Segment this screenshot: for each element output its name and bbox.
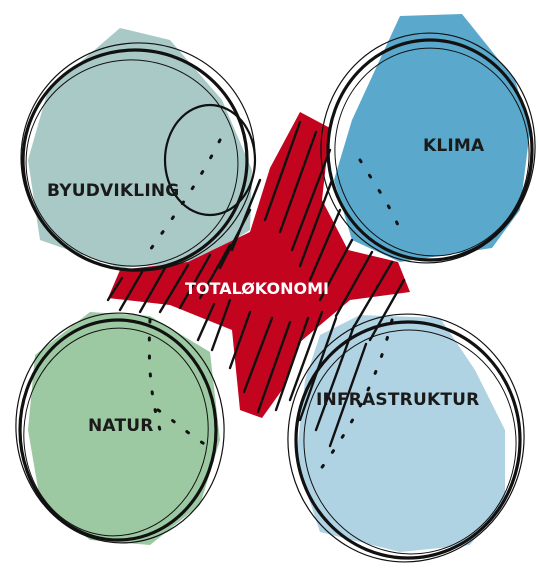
natur-outline xyxy=(15,312,225,544)
klima-fill xyxy=(334,14,530,262)
topic-label-natur: NATUR xyxy=(88,416,154,436)
topic-label-byudvikling: BYUDVIKLING xyxy=(47,181,180,201)
dashed-trails xyxy=(147,138,402,472)
byudvikling-outline xyxy=(20,42,257,272)
natur-fill xyxy=(28,312,220,545)
center-label-totaløkonomi: TOTALØKONOMI xyxy=(185,279,329,298)
center-hatching xyxy=(106,120,406,448)
topic-label-klima: KLIMA xyxy=(423,136,485,156)
byudvikling-fill xyxy=(28,28,252,268)
klima-outline xyxy=(320,32,536,264)
topic-label-infrastruktur: INFRASTRUKTUR xyxy=(316,390,480,410)
infrastruktur-fill xyxy=(296,315,505,552)
infrastruktur-outline xyxy=(287,313,525,563)
center-star-shape xyxy=(108,112,410,418)
